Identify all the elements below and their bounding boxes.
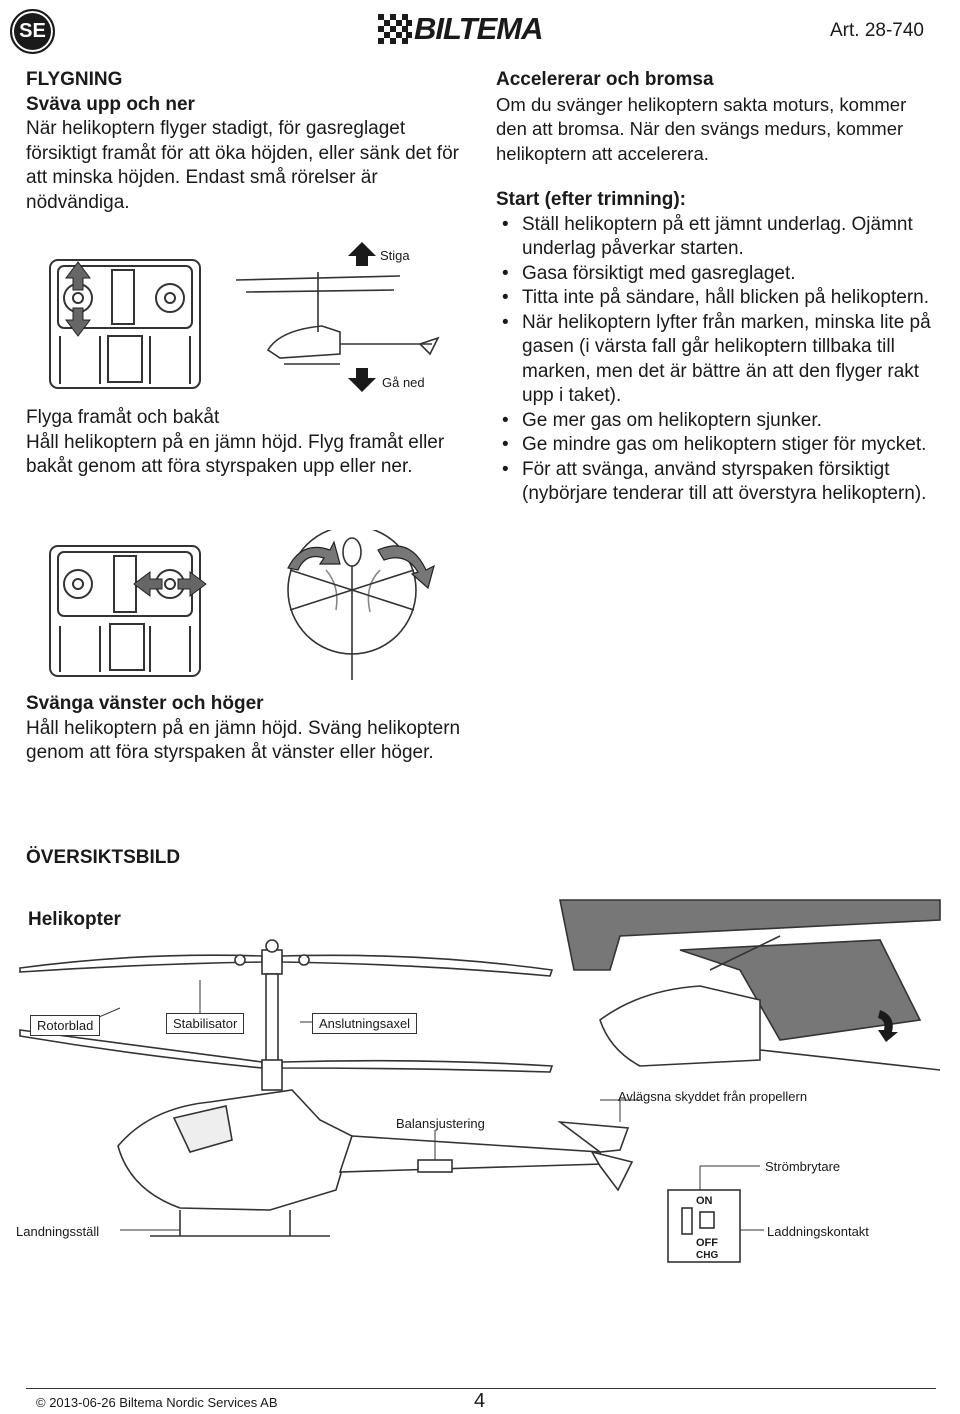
rotate-right-arrow-icon: [377, 545, 435, 590]
figure-turn: [49, 530, 435, 680]
switch-chg-label: CHG: [696, 1250, 718, 1261]
text-svava: När helikoptern flyger stadigt, för gasr…: [26, 118, 459, 213]
lang-badge: SE: [10, 9, 55, 54]
helicopter-top-view: [287, 530, 417, 680]
fuselage: [117, 1089, 634, 1237]
rotor-blades: [19, 954, 554, 1073]
title-svanga: Svänga vänster och höger: [26, 693, 264, 714]
stick-up-down-arrows-icon: [65, 261, 91, 337]
lang-code: SE: [19, 20, 46, 42]
label-stiga: Stiga: [380, 248, 410, 263]
label-anslutningsaxel: Anslutningsaxel: [312, 1013, 418, 1034]
article-number: Art. 28-740: [830, 20, 924, 41]
footer-rule: [26, 1388, 936, 1389]
switch-panel: [667, 1189, 741, 1263]
label-ga-ned: Gå ned: [382, 375, 425, 390]
switch-off-label: OFF: [696, 1237, 718, 1249]
inset-helicopter: [559, 899, 941, 1071]
checker-flag-icon: [378, 14, 412, 44]
label-stabilisator: Stabilisator: [166, 1013, 245, 1034]
subtitle-svava: Sväva upp och ner: [26, 93, 195, 115]
up-arrow-icon: [348, 242, 376, 266]
label-strombrytare: Strömbrytare: [765, 1159, 841, 1174]
stick-left-right-arrows-icon: [133, 571, 207, 597]
label-laddningskontakt: Laddningskontakt: [767, 1224, 869, 1239]
down-arrow-icon: [348, 368, 376, 392]
helicopter-illustration: [235, 272, 440, 365]
controller-illustration: [49, 259, 201, 389]
list-item: För att svänga, använd styrspaken försik…: [496, 458, 936, 507]
controller-illustration-2: [49, 545, 201, 677]
list-item: Gasa försiktigt med gasreglaget.: [496, 262, 936, 287]
page-number: 4: [474, 1390, 486, 1412]
list-item: När helikoptern lyfter från marken, mins…: [496, 311, 936, 409]
list-item: Titta inte på sändare, håll blicken på h…: [496, 286, 936, 311]
biltema-logo: BILTEMA: [378, 11, 584, 46]
text-accelererar: Om du svänger helikoptern sakta moturs, …: [496, 93, 907, 164]
text-svanga: Håll helikoptern på en jämn höjd. Sväng …: [26, 717, 461, 764]
title-oversikt: ÖVERSIKTSBILD: [26, 847, 181, 868]
label-landningsstall: Landningsställ: [16, 1224, 100, 1239]
list-item: Ge mindre gas om helikoptern stiger för …: [496, 433, 936, 458]
list-item: Ge mer gas om helikoptern sjunker.: [496, 409, 936, 434]
switch-on-label: ON: [696, 1195, 713, 1207]
title-framat: Flyga framåt och bakåt: [26, 407, 220, 428]
title-start: Start (efter trimning):: [496, 189, 686, 210]
label-balansjustering: Balansjustering: [396, 1116, 485, 1131]
rotate-small-icon: [878, 1010, 898, 1042]
text-framat: Håll helikoptern på en jämn höjd. Flyg f…: [26, 431, 445, 478]
logo-text: BILTEMA: [414, 11, 543, 46]
subtitle-helikopter: Helikopter: [28, 909, 121, 930]
rotate-left-arrow-icon: [287, 540, 341, 571]
start-list: Ställ helikoptern på ett jämnt underlag.…: [496, 213, 936, 507]
footer-copyright: © 2013-06-26 Biltema Nordic Services AB: [36, 1395, 278, 1410]
label-rotorblad: Rotorblad: [30, 1015, 101, 1036]
figure-up-down: Stiga Gå ned: [49, 242, 440, 392]
rotor-hub: [234, 939, 310, 1091]
label-avlagsna: Avlägsna skyddet från propellern: [618, 1089, 808, 1104]
list-item: Ställ helikoptern på ett jämnt underlag.…: [496, 213, 936, 262]
helicopter-overview-diagram: ON OFF CHG: [19, 899, 941, 1263]
title-accelererar: Accelererar och bromsa: [496, 69, 714, 90]
section-title-flygning: FLYGNING: [26, 69, 123, 90]
